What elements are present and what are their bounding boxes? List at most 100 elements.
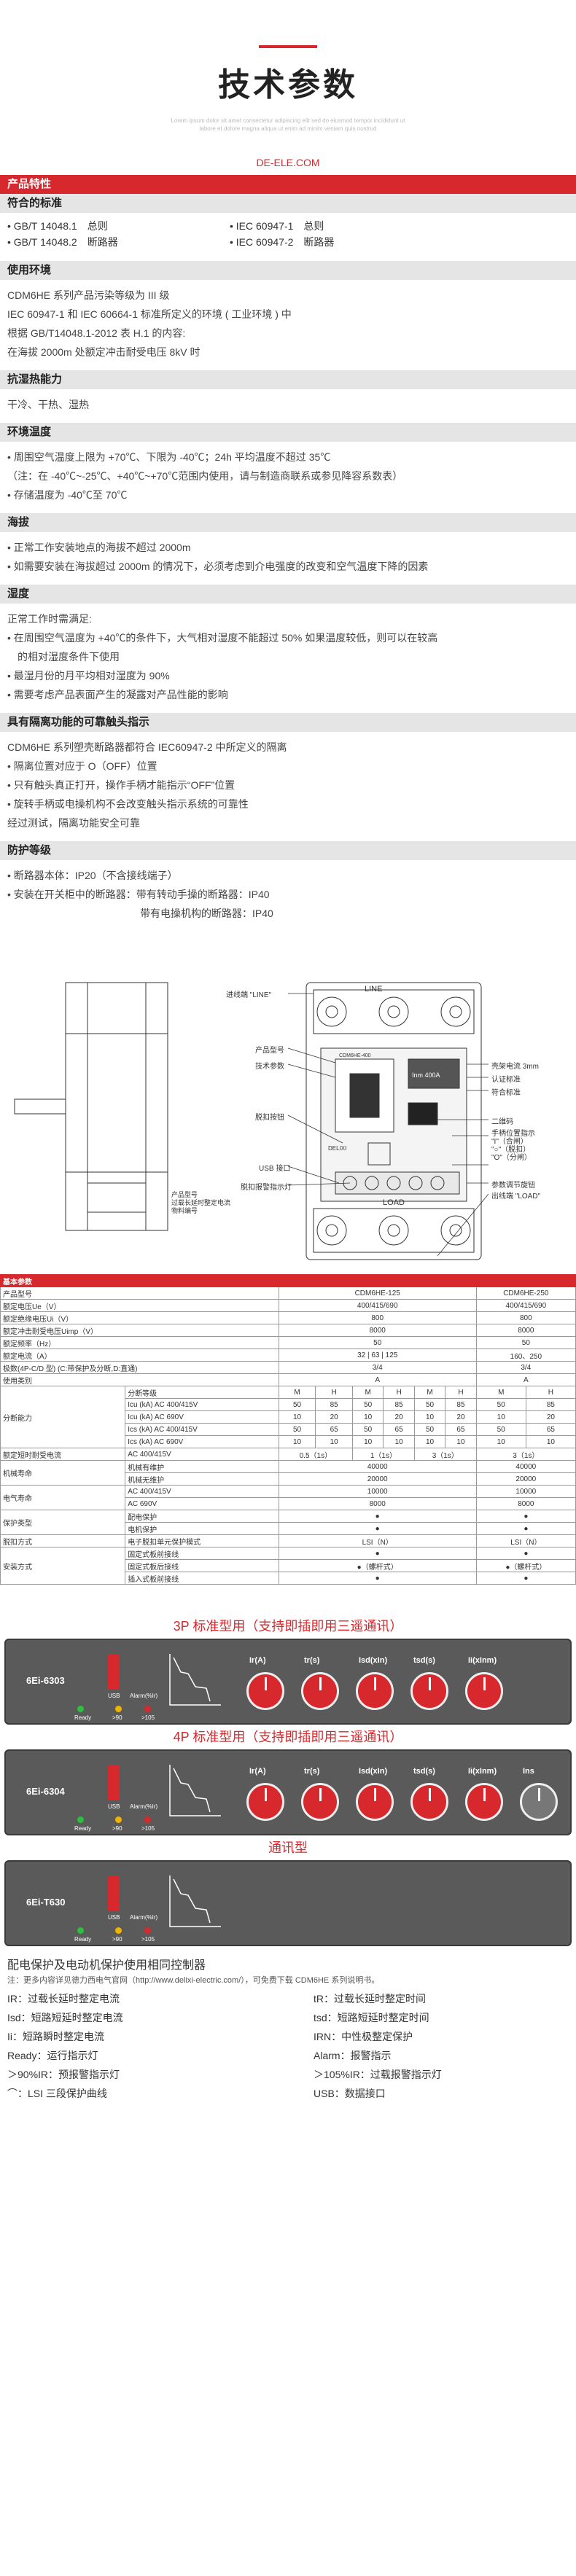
table-cell: 固定式板前接线 [125,1547,279,1560]
table-row: 额定电压Ue（V） 400/415/690 400/415/690 [0,1299,576,1312]
legend-item: Ready：运行指示灯 [7,2050,98,2061]
table-cell: 20 [445,1410,477,1424]
table-row: 额定电流（A） 32 | 63 | 125 160、250 [0,1349,576,1362]
setting-dial[interactable] [301,1783,339,1821]
table-cell: AC 400/415V [125,1485,279,1498]
table-cell: 50 [278,1423,316,1436]
isolation-text: CDM6HE 系列塑壳断路器都符合 IEC60947-2 中所定义的隔离 • 隔… [0,732,576,841]
test-button[interactable] [108,1876,120,1911]
setting-dial[interactable] [301,1672,339,1710]
alarm-label: Alarm(%Ir) [130,1693,158,1699]
indicator-label: >105 [141,1825,155,1832]
controller-title: 4P 标准型用（支持即插即用三遥通讯） [173,1730,403,1744]
setting-dial[interactable] [410,1783,448,1821]
spec-table: 基本参数 产品型号 CDM6HE-125 CDM6HE-250 额定电压Ue（V… [0,1274,576,1585]
table-cell: 额定电压Ue（V） [0,1299,279,1312]
test-button[interactable] [108,1655,120,1690]
legend-item: Isd：短路短延时整定电流 [7,2012,123,2023]
legend-item: tsd：短路短延时整定时间 [314,2012,429,2023]
table-cell: 800 [278,1311,477,1324]
text-line: 的相对湿度条件下使用 [7,651,120,663]
table-cell: 50 [475,1423,526,1436]
table-cell: 额定短时耐受电流 [0,1448,126,1461]
table-cell: 10 [413,1435,446,1448]
table-cell: 10 [278,1410,316,1424]
indicator-label: >90 [112,1825,122,1832]
trip-curve-icon [169,1654,221,1706]
table-row: 额定频率（Hz） 50 50 [0,1336,576,1349]
setting-dial[interactable] [465,1672,503,1710]
table-cell: 65 [315,1423,353,1436]
text-line: 干冷、干热、湿热 [7,399,89,410]
test-button[interactable] [108,1765,120,1800]
setting-dial[interactable] [465,1783,503,1821]
table-row: 插入式板前接线 ● ● [1,1572,576,1585]
table-cell: 10 [351,1435,384,1448]
setting-dial[interactable] [246,1783,284,1821]
right-label: 认证标准 [491,1076,521,1084]
table-cell: 20 [525,1410,576,1424]
table-cell: 3（1s） [413,1448,477,1461]
line-label: 进线端 "LINE" [226,991,272,999]
trip-curve-icon [169,1765,221,1816]
table-cell: 固定式板后接线 [125,1559,279,1572]
table-cell: A [475,1373,576,1386]
table-cell: 32 | 63 | 125 [278,1349,477,1362]
table-cell: 85 [525,1398,576,1411]
controller-model: 6Ei-6304 [26,1786,65,1797]
setting-dial[interactable] [520,1783,558,1821]
table-cell: 额定电流（A） [0,1349,279,1362]
left-label: 脱扣按钮 [255,1114,284,1122]
table-cell: 65 [525,1423,576,1436]
table-row: 额定冲击耐受电压Uimp（V） 8000 8000 [0,1324,576,1337]
table-cell: ● [475,1522,576,1535]
legend-item: USB：数据接口 [314,2088,386,2099]
table-cell: 8000 [278,1324,477,1337]
setting-dial[interactable] [246,1672,284,1710]
left-label: 产品型号 [255,1047,284,1055]
text-line: • 只有触头真正打开，操作手柄才能指示“OFF”位置 [7,779,236,791]
table-cell: 40000 [278,1460,477,1473]
table-cell: 20 [383,1410,415,1424]
right-label: 参数调节旋钮 [491,1182,535,1190]
legend-item: Ii：短路瞬时整定电流 [7,2031,104,2042]
temperature-text: • 周围空气温度上限为 +70℃、下限为 -40℃；24h 平均温度不超过 35… [0,442,576,513]
dial-label: tr(s) [304,1656,320,1665]
table-cell: 配电保护 [125,1510,279,1523]
indicator-label: >90 [112,1714,122,1721]
table-cell: 10000 [278,1485,477,1498]
table-cell: 65 [445,1423,477,1436]
table-title: 基本参数 [0,1274,576,1287]
table-cell: 额定绝缘电压Ui（V） [0,1311,279,1324]
right-label: 壳架电流 3mm [491,1063,539,1071]
side-label: 产品型号 过载长延时整定电流 物料编号 [171,1191,231,1214]
line-text: LINE [365,985,382,994]
table-cell: Icu (kA) AC 690V [125,1410,279,1424]
setting-dial[interactable] [356,1783,394,1821]
humidity-title: 湿度 [0,585,576,604]
table-cell: 8000 [278,1497,477,1510]
text-line: • 存储温度为 -40℃至 70℃ [7,489,128,501]
table-cell: 机械寿命 [0,1460,126,1486]
table-cell: 插入式板前接线 [125,1572,279,1585]
rating-on-device: Inm 400A [412,1072,440,1079]
table-cell: A [278,1373,477,1386]
standard-item: • IEC 60947-1 总则 [230,220,324,232]
right-label: 符合标准 [491,1089,521,1097]
page-header: 技术参数 Lorem ipsum dolor sit amet consecte… [0,0,576,175]
breaker-drawing: LINE LOAD Inm 400A CDM6HE-400 DELIXI [14,982,489,1260]
table-cell: 0.5（1s） [278,1448,353,1461]
table-cell: ● [278,1547,477,1560]
title-accent-bar [259,45,317,48]
table-cell: ● [278,1522,477,1535]
setting-dial[interactable] [410,1672,448,1710]
table-cell: 1（1s） [351,1448,415,1461]
setting-dial[interactable] [356,1672,394,1710]
dial-label: Isd(xIn) [359,1767,388,1776]
text-line: （注：在 -40℃~-25℃、+40℃~+70℃范围内使用，请与制造商联系或参见… [7,470,403,482]
dial-label: tr(s) [304,1767,320,1776]
table-cell: 50 [278,1336,477,1349]
